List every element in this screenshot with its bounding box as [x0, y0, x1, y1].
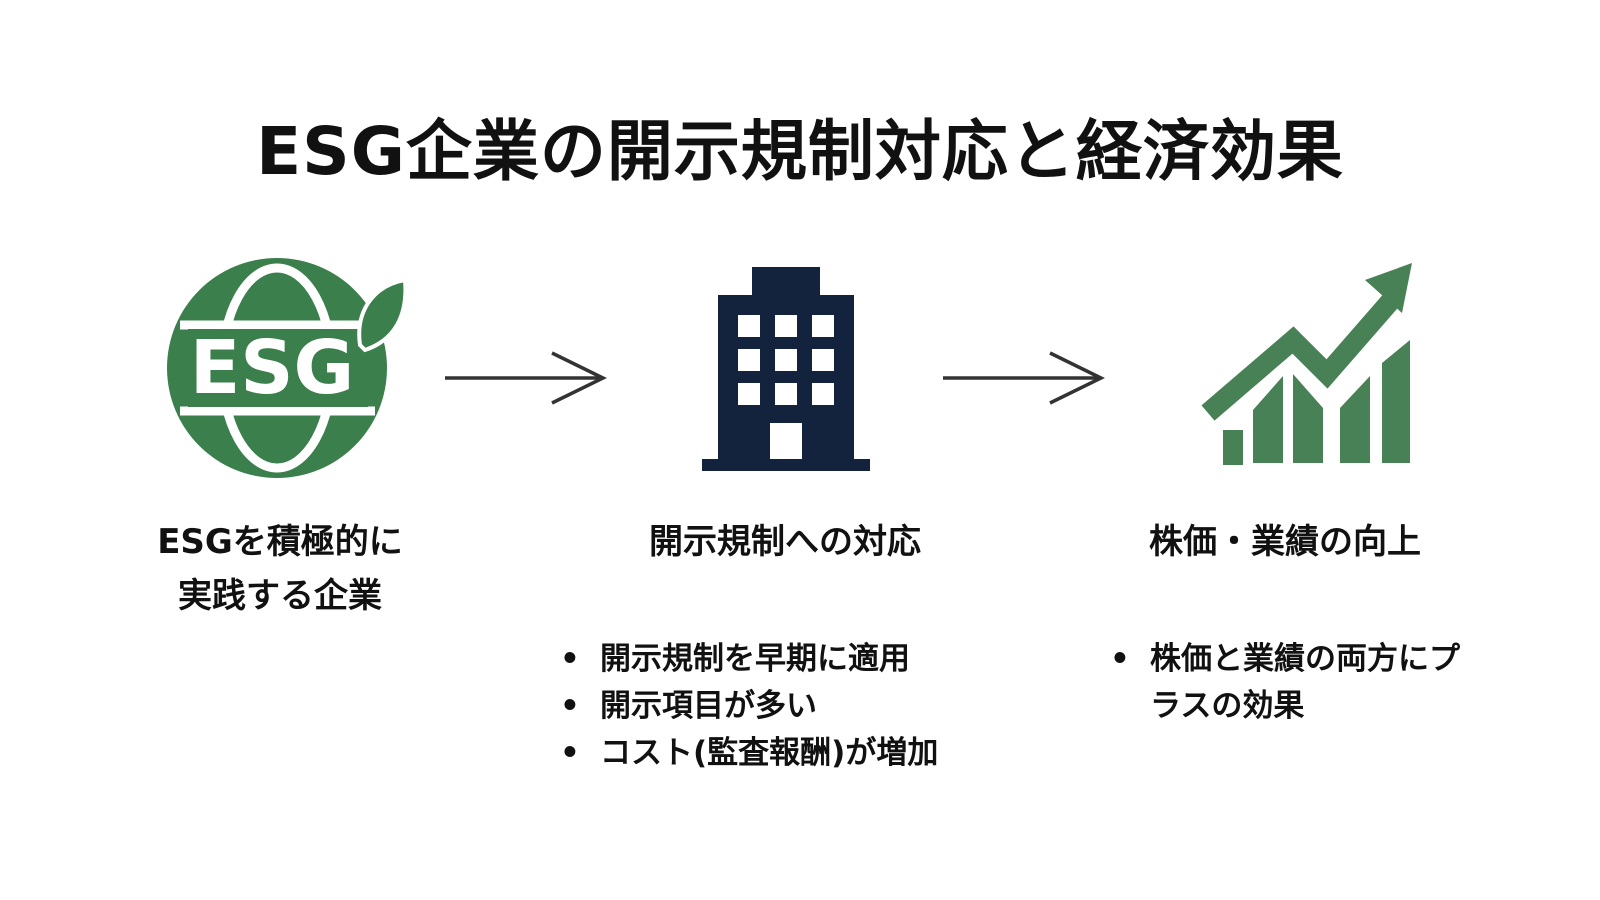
label-line: ESGを積極的に: [157, 522, 403, 562]
arrow-right-icon: [943, 351, 1105, 405]
bullet-item: 開示項目が多い: [560, 683, 938, 730]
bullet-item: コスト(監査報酬)が増加: [560, 730, 938, 777]
step-1-label: ESGを積極的に 実践する企業: [110, 515, 450, 623]
step-3-bullets: 株価と業績の両方にプラスの効果: [1110, 636, 1460, 730]
step-2-label: 開示規制への対応: [649, 522, 921, 562]
step-2-bullets: 開示規制を早期に適用 開示項目が多い コスト(監査報酬)が増加: [560, 636, 938, 777]
label-line: 実践する企業: [178, 576, 382, 616]
step-3-label: 株価・業績の向上: [1149, 522, 1421, 562]
growth-chart-icon: [1201, 263, 1412, 465]
office-building-icon: [702, 267, 870, 471]
esg-globe-leaf-icon: ESG: [167, 258, 408, 478]
arrow-right-icon: [445, 351, 607, 405]
bullet-item: 開示規制を早期に適用: [560, 636, 938, 683]
esg-logo-text: ESG: [190, 325, 355, 411]
page-title: ESG企業の開示規制対応と経済効果: [256, 113, 1344, 190]
bullet-item: 株価と業績の両方にプラスの効果: [1110, 636, 1460, 730]
